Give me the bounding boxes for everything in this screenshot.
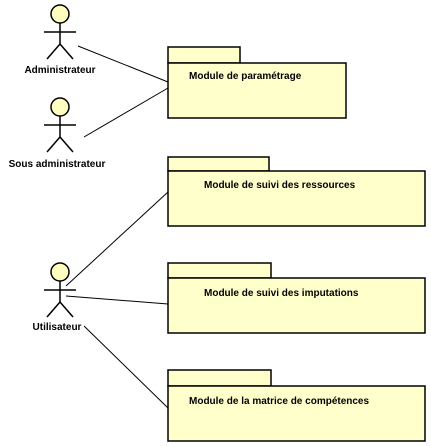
association-sousadmin-parametrage <box>83 87 169 138</box>
package-tab <box>167 262 272 279</box>
package-body <box>167 170 426 227</box>
actor-head <box>50 4 70 24</box>
package-competences[interactable] <box>167 369 426 442</box>
package-label-competences: Module de la matrice de compétences <box>189 396 369 407</box>
package-imputations[interactable] <box>167 262 426 334</box>
package-label-parametrage: Module de paramétrage <box>189 71 302 82</box>
package-label-ressources: Module de suivi des ressources <box>204 180 356 191</box>
actor-administrateur[interactable] <box>44 4 76 60</box>
actor-head <box>50 262 70 282</box>
package-body <box>167 62 347 119</box>
association-user-competences <box>83 325 169 409</box>
actor-label-sous-administrateur: Sous administrateur <box>9 159 106 170</box>
package-parametrage[interactable] <box>167 46 347 119</box>
association-user-ressources <box>65 191 169 287</box>
actor-label-utilisateur: Utilisateur <box>33 322 82 333</box>
package-body <box>167 385 426 442</box>
package-tab <box>167 156 270 172</box>
association-admin-parametrage <box>77 45 169 83</box>
package-body <box>167 277 426 334</box>
package-tab <box>167 369 272 387</box>
actor-head <box>50 97 70 117</box>
actor-sous-administrateur[interactable] <box>44 97 76 153</box>
package-label-imputations: Module de suivi des imputations <box>204 288 359 299</box>
package-ressources[interactable] <box>167 156 426 227</box>
actor-label-administrateur: Administrateur <box>24 65 95 76</box>
associations <box>65 45 169 409</box>
association-user-imputations <box>65 295 169 305</box>
actor-utilisateur[interactable] <box>44 262 76 318</box>
package-tab <box>167 46 241 64</box>
